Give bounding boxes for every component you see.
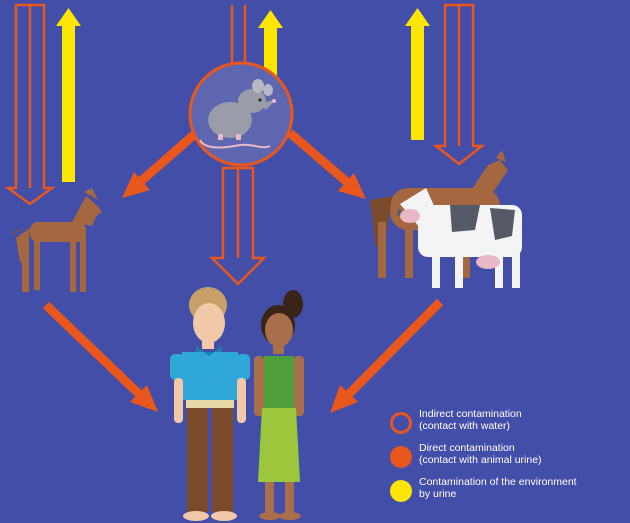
legend: Indirect contamination (contact with wat… [390,408,630,510]
orange-circle-icon [390,446,412,468]
legend-item-indirect: Indirect contamination (contact with wat… [390,408,630,434]
indirect-arrow-left [4,3,56,206]
indirect-arrow-right [432,3,486,166]
hollow-circle-icon [390,412,412,434]
environment-arrow-left [56,8,81,182]
dog-icon [10,188,102,292]
man-icon [170,287,250,521]
direct-arrow-rat-dog [122,129,199,198]
indirect-arrow-center [208,166,268,286]
direct-arrow-horse-people [330,298,444,413]
direct-arrow-rat-horse [287,129,366,199]
woman-icon [254,290,304,520]
yellow-circle-icon [390,480,412,502]
legend-item-environment: Contamination of the environment by urin… [390,476,630,502]
environment-arrow-right [405,8,430,140]
rat-icon [188,61,294,167]
direct-arrow-dog-people [42,301,158,412]
legend-label-indirect: Indirect contamination (contact with wat… [419,408,522,432]
cow-icon [397,188,522,288]
legend-label-direct: Direct contamination (contact with anima… [419,442,542,466]
legend-label-environment: Contamination of the environment by urin… [419,476,577,500]
legend-item-direct: Direct contamination (contact with anima… [390,442,630,468]
